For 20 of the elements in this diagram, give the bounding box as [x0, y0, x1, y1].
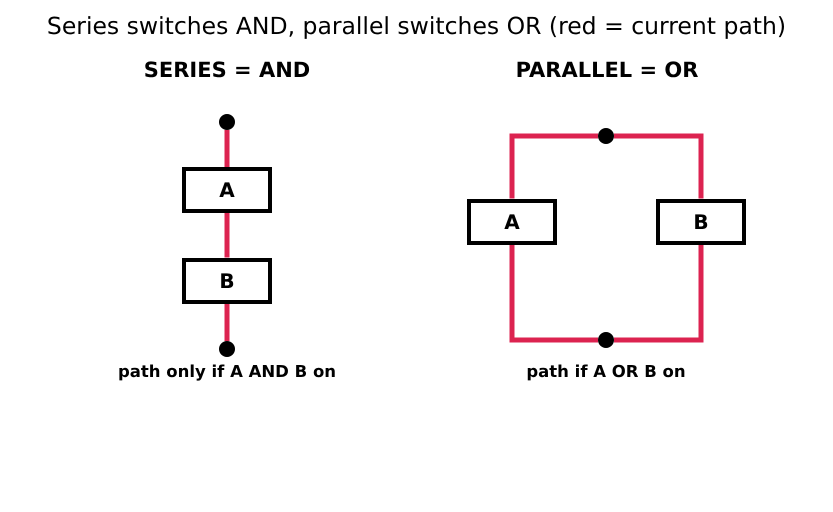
- wire: [614, 134, 704, 198]
- switch-box: B: [182, 258, 272, 304]
- wire: [224, 130, 230, 167]
- terminal-dot: [598, 128, 614, 144]
- caption: path only if A AND B on: [118, 362, 336, 380]
- wire: [224, 304, 230, 341]
- switch-box: B: [656, 198, 746, 244]
- title: Series switches AND, parallel switches OR (red = current path): [46, 12, 786, 40]
- switch-box: A: [467, 198, 557, 244]
- terminal-dot: [219, 341, 235, 357]
- section-heading: SERIES = AND: [144, 58, 310, 82]
- wire: [614, 244, 704, 342]
- wire: [224, 213, 230, 258]
- terminal-dot: [598, 332, 614, 348]
- section-heading: PARALLEL = OR: [516, 58, 698, 82]
- terminal-dot: [219, 114, 235, 130]
- switch-box: A: [182, 167, 272, 213]
- wire: [510, 134, 598, 198]
- caption: path if A OR B on: [526, 362, 686, 380]
- wire: [510, 244, 598, 342]
